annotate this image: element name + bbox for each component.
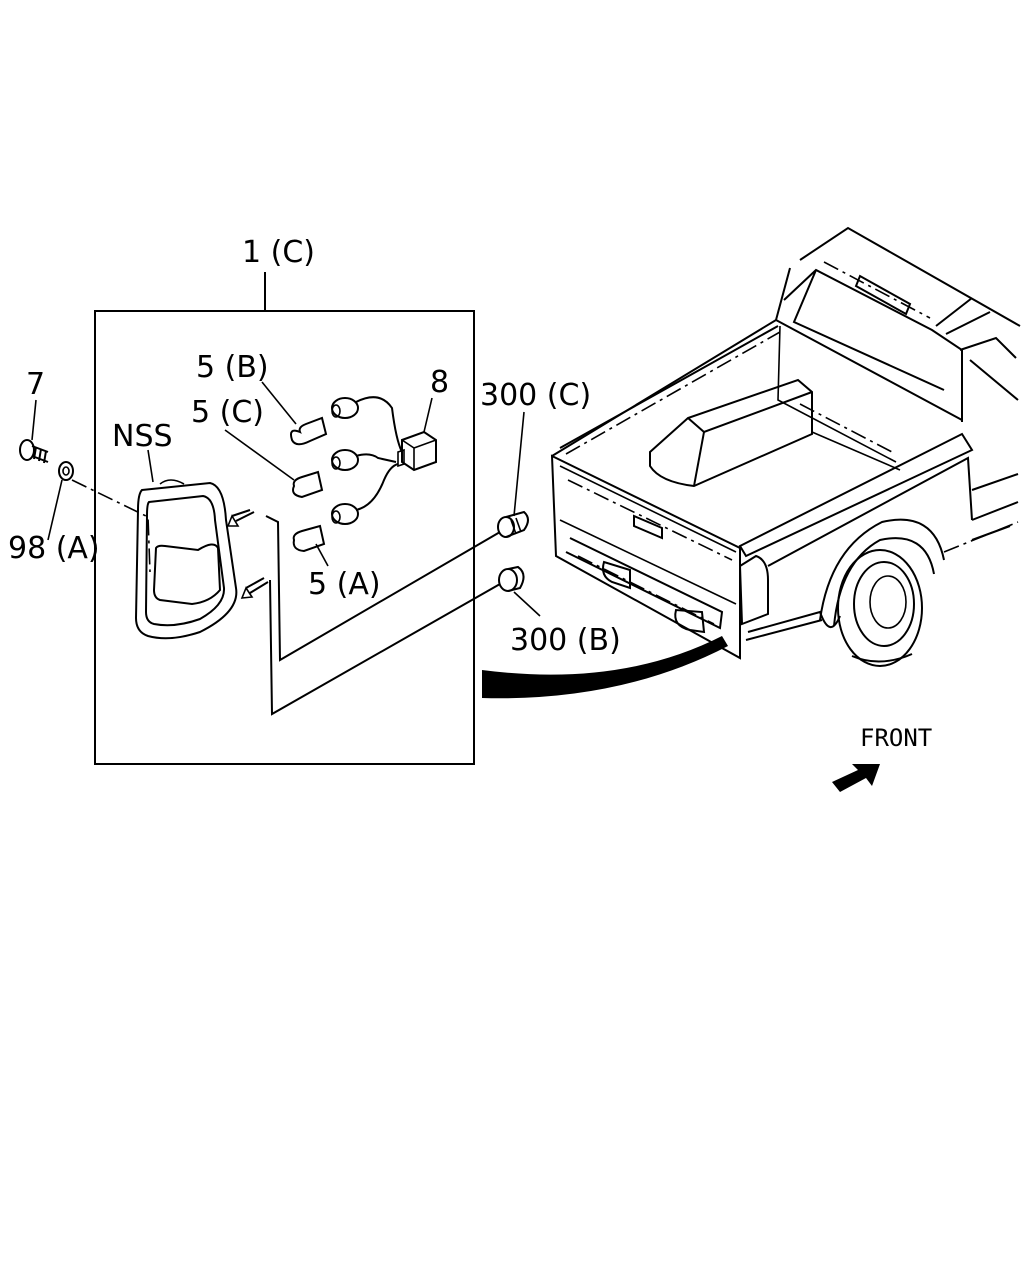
socket-lower bbox=[331, 503, 359, 525]
label-front: FRONT bbox=[860, 724, 932, 752]
bulb-5a bbox=[292, 524, 326, 553]
clip-300b bbox=[498, 565, 525, 592]
socket-upper bbox=[331, 397, 359, 419]
alignment-lines bbox=[71, 479, 501, 716]
label-bulb-5b: 5 (B) bbox=[196, 350, 269, 385]
front-arrow-icon bbox=[832, 764, 880, 792]
socket-middle bbox=[331, 449, 359, 471]
lamp-screw-upper bbox=[226, 509, 255, 527]
wiring-harness bbox=[355, 396, 403, 511]
connector-8 bbox=[397, 430, 437, 472]
label-washer-98a: 98 (A) bbox=[8, 531, 100, 566]
label-assembly-1c: 1 (C) bbox=[242, 235, 315, 270]
label-screw-7: 7 bbox=[26, 367, 45, 402]
assembly-box bbox=[94, 310, 475, 765]
label-bulb-5c: 5 (C) bbox=[191, 395, 264, 430]
tail-lamp-lens bbox=[134, 479, 238, 640]
label-bulb-5a: 5 (A) bbox=[308, 567, 381, 602]
label-clip-300c: 300 (C) bbox=[480, 378, 591, 413]
location-arrow bbox=[482, 636, 728, 699]
bulb-5c bbox=[292, 470, 324, 499]
label-clip-300b: 300 (B) bbox=[510, 623, 621, 658]
screw-7 bbox=[19, 439, 49, 464]
washer-98a bbox=[58, 461, 74, 481]
clip-300c bbox=[497, 510, 529, 538]
label-nss: NSS bbox=[112, 419, 173, 454]
pickup-truck bbox=[550, 226, 1021, 667]
leader-lines bbox=[31, 381, 541, 617]
lamp-screw-lower bbox=[240, 577, 269, 599]
bulb-5b bbox=[290, 416, 328, 446]
label-connector-8: 8 bbox=[430, 365, 449, 400]
